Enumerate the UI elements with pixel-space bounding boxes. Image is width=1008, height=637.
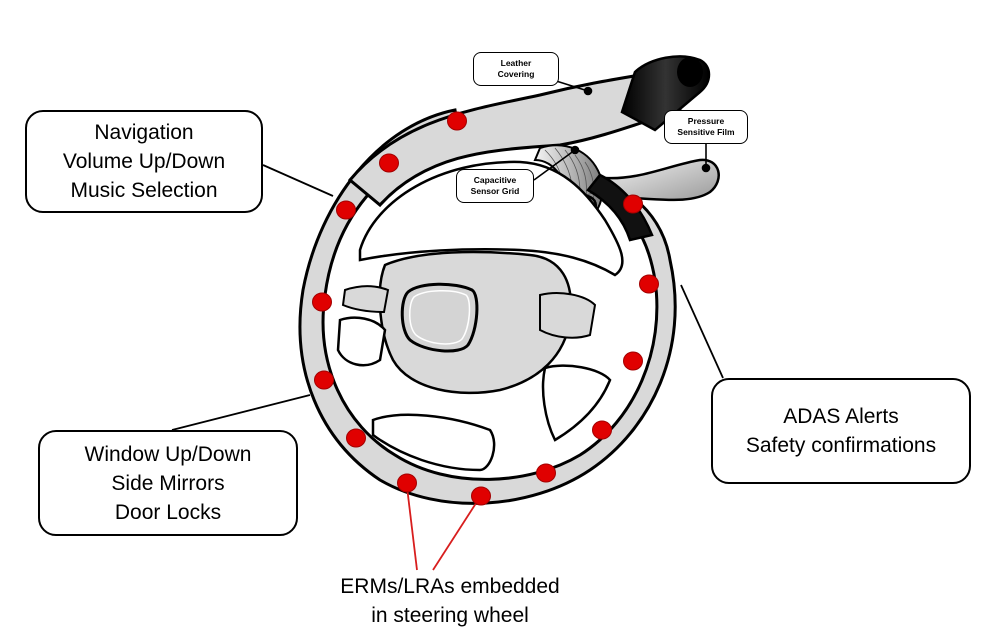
actuator-dot bbox=[314, 370, 334, 390]
actuator-dot bbox=[346, 428, 366, 448]
actuator-dot bbox=[312, 292, 332, 312]
actuator-dot bbox=[379, 153, 399, 173]
capacitive-line-2: Sensor Grid bbox=[470, 186, 520, 196]
actuator-dot bbox=[639, 274, 659, 294]
leather-covering-label: Leather Covering bbox=[473, 52, 559, 86]
upper-opening bbox=[358, 160, 624, 277]
actuator-dot bbox=[397, 473, 417, 493]
window-line-1: Window Up/Down bbox=[84, 442, 252, 466]
actuator-dot bbox=[447, 111, 467, 131]
pressure-film bbox=[601, 158, 720, 202]
navigation-line-1: Navigation bbox=[94, 121, 194, 144]
actuator-group bbox=[312, 111, 659, 506]
callout-leaders bbox=[171, 164, 724, 431]
dark-leather-section bbox=[586, 173, 654, 242]
adas-line-2: Safety confirmations bbox=[745, 434, 937, 457]
actuator-label: ERMs/LRAs embedded in steering wheel bbox=[290, 572, 610, 630]
leather-line-2: Covering bbox=[497, 69, 535, 79]
pressure-line-1: Pressure bbox=[687, 116, 725, 126]
navigation-line-3: Music Selection bbox=[70, 179, 218, 202]
window-line-3: Door Locks bbox=[114, 500, 222, 524]
pressure-line-2: Sensitive Film bbox=[677, 127, 735, 137]
window-line-2: Side Mirrors bbox=[111, 471, 225, 495]
actuator-dot bbox=[592, 420, 612, 440]
navigation-callout: Navigation Volume Up/Down Music Selectio… bbox=[25, 110, 263, 213]
actuator-dot bbox=[623, 194, 643, 214]
capacitive-grid-label: Capacitive Sensor Grid bbox=[456, 169, 534, 203]
leather-line-1: Leather bbox=[500, 58, 532, 68]
actuator-label-line-1: ERMs/LRAs embedded bbox=[340, 575, 560, 598]
adas-line-1: ADAS Alerts bbox=[783, 405, 899, 428]
navigation-line-2: Volume Up/Down bbox=[62, 150, 226, 173]
window-callout: Window Up/Down Side Mirrors Door Locks bbox=[38, 430, 298, 536]
adas-callout: ADAS Alerts Safety confirmations bbox=[711, 378, 971, 484]
component-leaders bbox=[533, 79, 711, 181]
actuator-leaders bbox=[406, 486, 481, 571]
actuator-dot bbox=[336, 200, 356, 220]
leather-grip bbox=[347, 55, 711, 208]
actuator-label-line-2: in steering wheel bbox=[371, 604, 529, 627]
center-hub bbox=[336, 250, 612, 472]
actuator-dot bbox=[536, 463, 556, 483]
actuator-dot bbox=[623, 351, 643, 371]
capacitive-line-1: Capacitive bbox=[473, 175, 517, 185]
actuator-dot bbox=[471, 486, 491, 506]
pressure-film-label: Pressure Sensitive Film bbox=[664, 110, 748, 144]
